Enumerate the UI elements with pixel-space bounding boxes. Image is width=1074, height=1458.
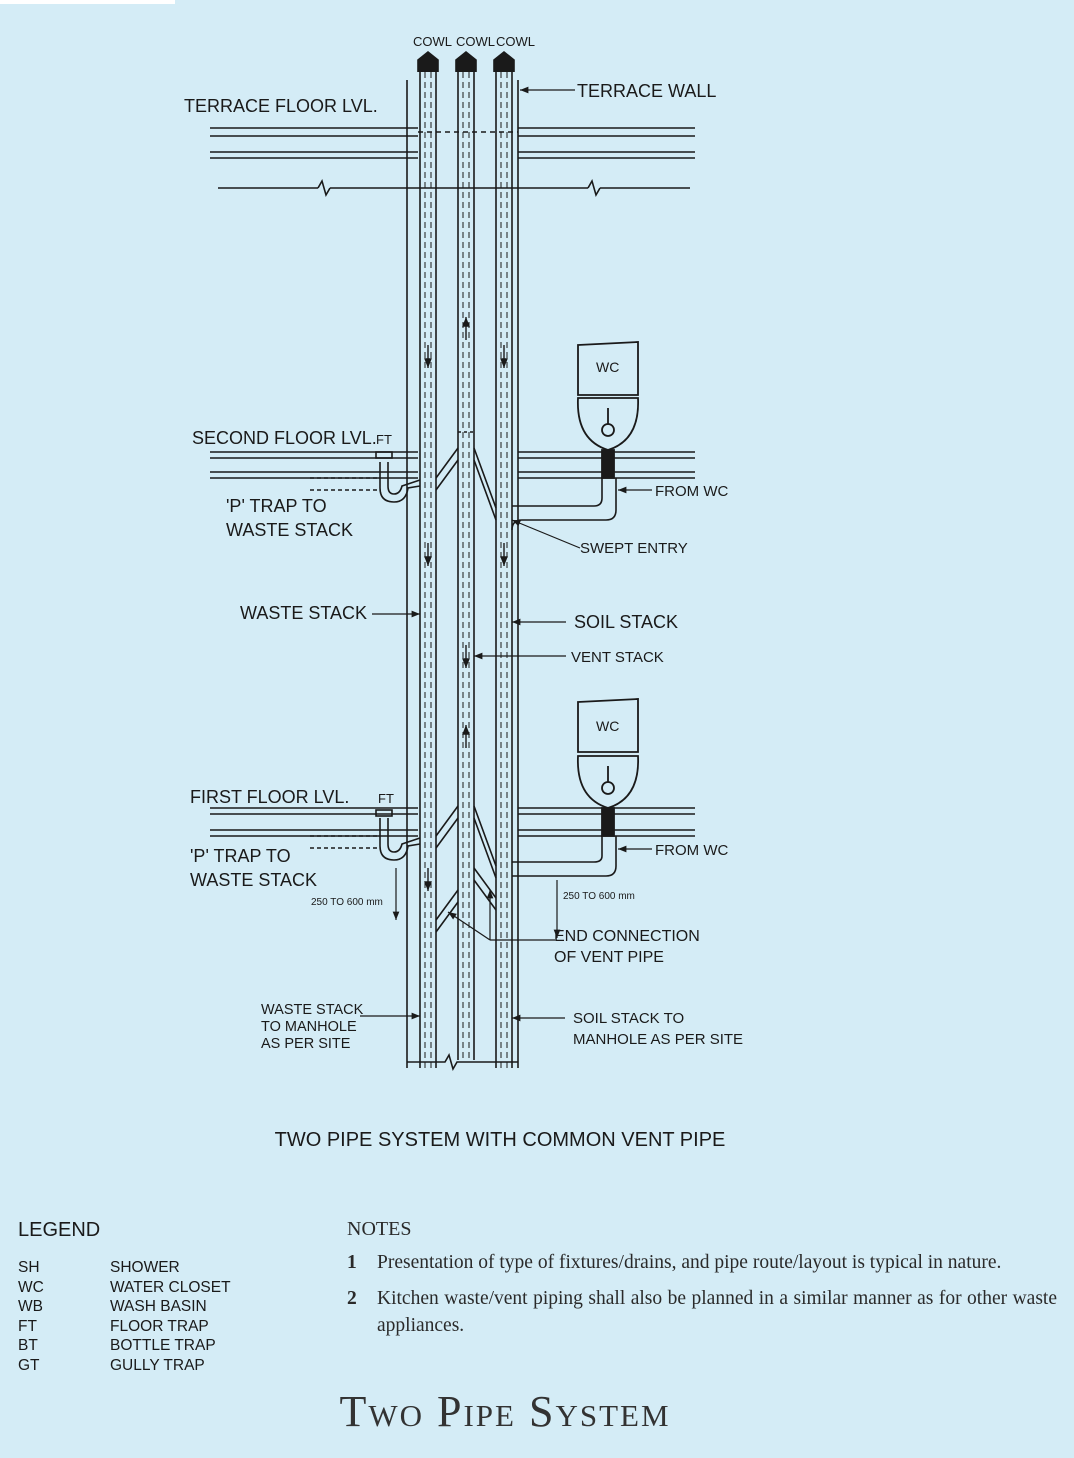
end-connection-label: OF VENT PIPE xyxy=(554,949,664,966)
soil-manhole-label: MANHOLE AS PER SITE xyxy=(573,1031,743,1048)
note-text: Kitchen waste/vent piping shall also be … xyxy=(377,1288,1057,1336)
bottom-break xyxy=(407,1052,518,1072)
p-trap-label: WASTE STACK xyxy=(226,520,353,540)
vent-stack xyxy=(457,72,475,1060)
legend-item: BT BOTTLE TRAP xyxy=(18,1336,231,1356)
legend-code: FT xyxy=(18,1317,37,1335)
legend-name: BOTTLE TRAP xyxy=(110,1337,216,1354)
wc-drain-lower xyxy=(512,836,617,877)
legend-name: WASH BASIN xyxy=(110,1298,207,1315)
soil-stack-label: SOIL STACK xyxy=(574,612,678,632)
p-trap-label: 'P' TRAP TO xyxy=(190,846,291,866)
terrace-slab xyxy=(210,127,695,159)
legend-item: GT GULLY TRAP xyxy=(18,1356,231,1376)
note-item: 2 Kitchen waste/vent piping shall also be… xyxy=(347,1285,1057,1339)
waste-manhole-label: WASTE STACK xyxy=(261,1002,364,1018)
wc-drain-upper xyxy=(511,478,617,531)
note-number: 2 xyxy=(347,1288,357,1309)
top-white-strip xyxy=(0,0,175,4)
legend-name: FLOOR TRAP xyxy=(110,1317,209,1335)
waste-manhole-label: TO MANHOLE xyxy=(261,1019,357,1035)
note-item: 1 Presentation of type of fixtures/drains… xyxy=(347,1249,1057,1276)
p-trap-label: WASTE STACK xyxy=(190,870,317,890)
note-number: 1 xyxy=(347,1252,357,1273)
diagram-caption: TWO PIPE SYSTEM WITH COMMON VENT PIPE xyxy=(275,1129,726,1151)
waste-stack-label: WASTE STACK xyxy=(240,603,367,623)
floor-trap-label: FT xyxy=(378,791,394,806)
floor-trap-label: FT xyxy=(376,432,392,447)
legend-item: SH SHOWER xyxy=(18,1258,231,1278)
waste-stack xyxy=(419,72,437,1068)
legend-item: WB WASH BASIN xyxy=(18,1297,231,1317)
page-title: Two Pipe System xyxy=(339,1387,671,1436)
from-wc-label: FROM WC xyxy=(655,842,728,859)
note-text: Presentation of type of fixtures/drains,… xyxy=(377,1252,1002,1273)
vent-branch-second-floor xyxy=(435,431,497,521)
legend-code: SH xyxy=(18,1259,40,1276)
legend-code: WB xyxy=(18,1298,43,1315)
notes-title: NOTES xyxy=(347,1218,412,1240)
dimension-label: 250 TO 600 mm xyxy=(311,897,383,908)
leader-lines xyxy=(360,86,652,1022)
first-floor-label: FIRST FLOOR LVL. xyxy=(190,787,349,807)
two-pipe-system-diagram: COWL COWL COWL TERRACE FLOOR LVL. TERRAC… xyxy=(184,34,743,1151)
soil-manhole-label: SOIL STACK TO xyxy=(573,1010,684,1027)
flow-arrows xyxy=(424,317,508,891)
waste-manhole-label: AS PER SITE xyxy=(261,1036,351,1052)
legend-title: LEGEND xyxy=(18,1219,101,1241)
legend-name: GULLY TRAP xyxy=(110,1356,205,1374)
swept-entry-label: SWEPT ENTRY xyxy=(580,540,688,557)
cowl-label: COWL xyxy=(456,34,495,49)
p-trap-label: 'P' TRAP TO xyxy=(226,496,327,516)
legend-name: SHOWER xyxy=(110,1259,180,1276)
legend-item: WC WATER CLOSET xyxy=(18,1278,231,1298)
legend-code: WC xyxy=(18,1278,44,1296)
p-trap-upper xyxy=(310,451,421,503)
wc-label: WC xyxy=(596,359,619,375)
cowl-icon xyxy=(417,50,515,72)
from-wc-label: FROM WC xyxy=(655,483,728,500)
p-trap-lower xyxy=(310,809,421,861)
wc-label: WC xyxy=(596,718,619,734)
break-line xyxy=(218,178,690,198)
wc-lower-icon xyxy=(577,698,639,837)
legend-code: GT xyxy=(18,1356,40,1374)
legend-name: WATER CLOSET xyxy=(110,1278,231,1296)
dimension-label: 250 TO 600 mm xyxy=(563,891,635,902)
soil-stack xyxy=(495,72,513,1068)
cowl-label: COWL xyxy=(496,34,535,49)
wc-upper-icon xyxy=(577,341,639,479)
terrace-wall-label: TERRACE WALL xyxy=(577,81,716,101)
vent-branch-first-floor xyxy=(435,805,497,933)
legend-code: BT xyxy=(18,1337,38,1354)
legend: LEGEND SH SHOWER WC WATER CLOSET WB WASH BA… xyxy=(18,1219,231,1375)
second-floor-label: SECOND FLOOR LVL. xyxy=(192,428,377,448)
end-connection-label: END CONNECTION xyxy=(554,928,700,945)
notes: NOTES 1 Presentation of type of fixtures/… xyxy=(347,1218,1057,1348)
terrace-floor-label: TERRACE FLOOR LVL. xyxy=(184,96,378,116)
vent-stack-label: VENT STACK xyxy=(571,649,664,666)
legend-item: FT FLOOR TRAP xyxy=(18,1317,231,1337)
cowl-label: COWL xyxy=(413,34,452,49)
